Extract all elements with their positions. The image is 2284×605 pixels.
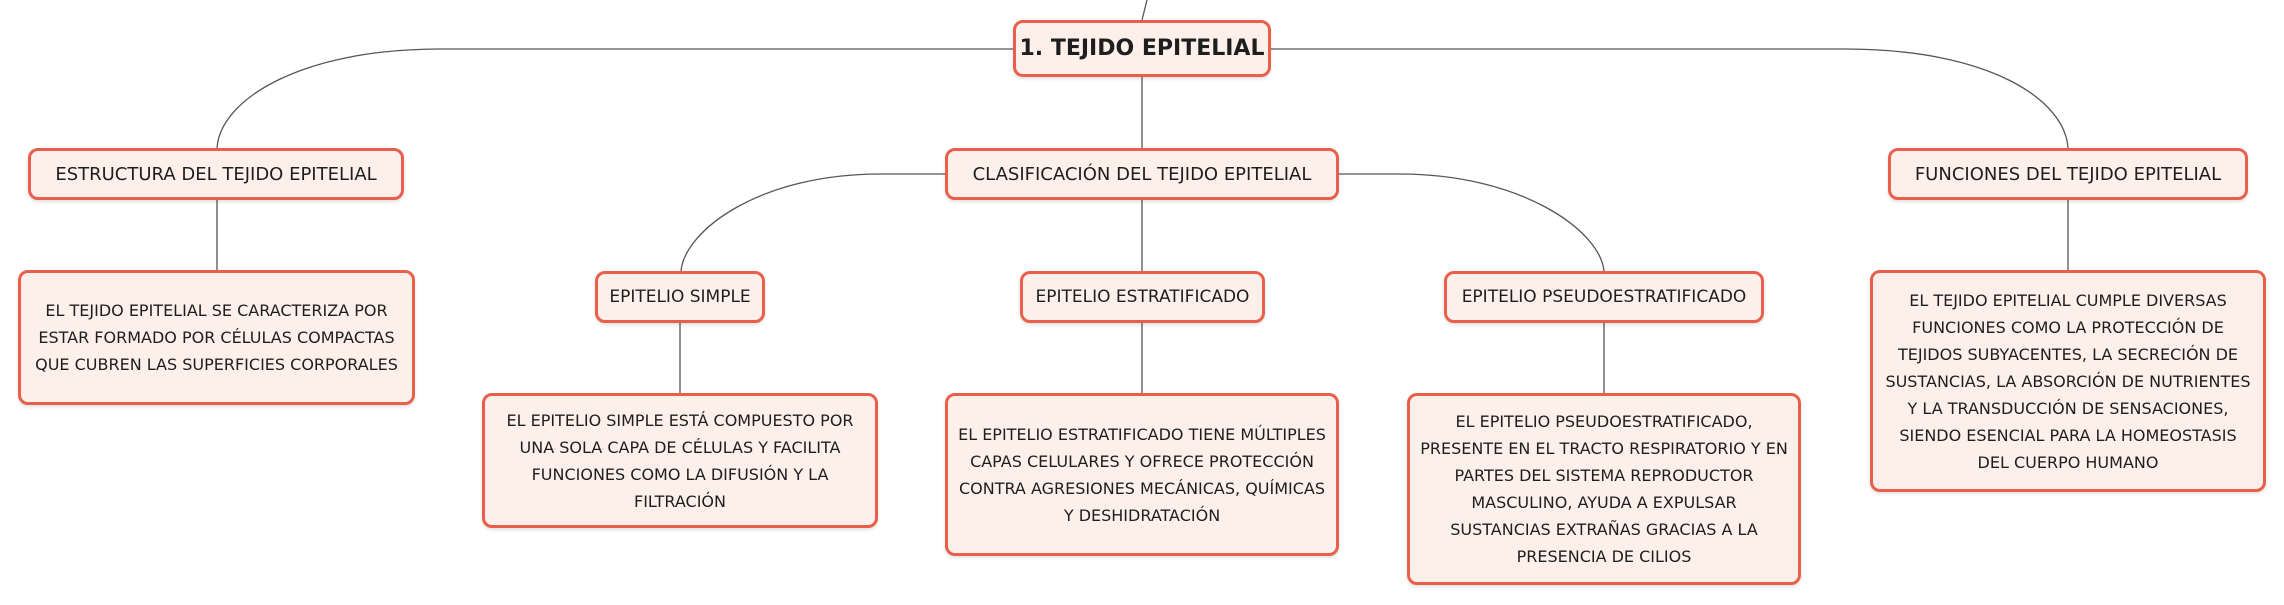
simple-description-text: EL EPITELIO SIMPLE ESTÁ COMPUESTO POR UN… — [506, 410, 854, 511]
connector-classification-pseudo — [1339, 173, 1605, 272]
stratified-description-text: EL EPITELIO ESTRATIFICADO TIENE MÚLTIPLE… — [958, 424, 1326, 525]
topic-functions-label: FUNCIONES DEL TEJIDO EPITELIAL — [1914, 163, 2222, 185]
topic-structure-label: ESTRUCTURA DEL TEJIDO EPITELIAL — [55, 163, 377, 185]
connector-root-structure — [216, 48, 1013, 149]
topic-structure[interactable]: ESTRUCTURA DEL TEJIDO EPITELIAL — [28, 148, 404, 200]
root-topic-label: 1. TEJIDO EPITELIAL — [1019, 36, 1265, 61]
topic-functions[interactable]: FUNCIONES DEL TEJIDO EPITELIAL — [1888, 148, 2248, 200]
simple-description[interactable]: EL EPITELIO SIMPLE ESTÁ COMPUESTO POR UN… — [482, 393, 878, 528]
topic-classification[interactable]: CLASIFICACIÓN DEL TEJIDO EPITELIAL — [945, 148, 1339, 200]
connector-root-functions — [1271, 48, 2069, 149]
subtopic-simple-label: EPITELIO SIMPLE — [609, 287, 751, 307]
pseudostratified-description[interactable]: EL EPITELIO PSEUDOESTRATIFICADO, PRESENT… — [1407, 393, 1801, 585]
stratified-description[interactable]: EL EPITELIO ESTRATIFICADO TIENE MÚLTIPLE… — [945, 393, 1339, 556]
pseudostratified-description-text: EL EPITELIO PSEUDOESTRATIFICADO, PRESENT… — [1420, 412, 1788, 566]
subtopic-simple[interactable]: EPITELIO SIMPLE — [595, 271, 765, 323]
topic-classification-label: CLASIFICACIÓN DEL TEJIDO EPITELIAL — [972, 163, 1312, 185]
subtopic-pseudostratified[interactable]: EPITELIO PSEUDOESTRATIFICADO — [1444, 271, 1764, 323]
functions-description-text: EL TEJIDO EPITELIAL CUMPLE DIVERSAS FUNC… — [1885, 290, 2251, 472]
subtopic-pseudostratified-label: EPITELIO PSEUDOESTRATIFICADO — [1461, 287, 1747, 307]
structure-description-text: EL TEJIDO EPITELIAL SE CARACTERIZA POR E… — [35, 301, 398, 374]
subtopic-stratified[interactable]: EPITELIO ESTRATIFICADO — [1020, 271, 1265, 323]
connector-root-parent — [1141, 0, 1148, 21]
connector-classification-simple — [680, 173, 945, 272]
root-topic[interactable]: 1. TEJIDO EPITELIAL — [1013, 20, 1271, 77]
functions-description[interactable]: EL TEJIDO EPITELIAL CUMPLE DIVERSAS FUNC… — [1870, 270, 2266, 492]
subtopic-stratified-label: EPITELIO ESTRATIFICADO — [1035, 287, 1250, 307]
structure-description[interactable]: EL TEJIDO EPITELIAL SE CARACTERIZA POR E… — [18, 270, 415, 405]
